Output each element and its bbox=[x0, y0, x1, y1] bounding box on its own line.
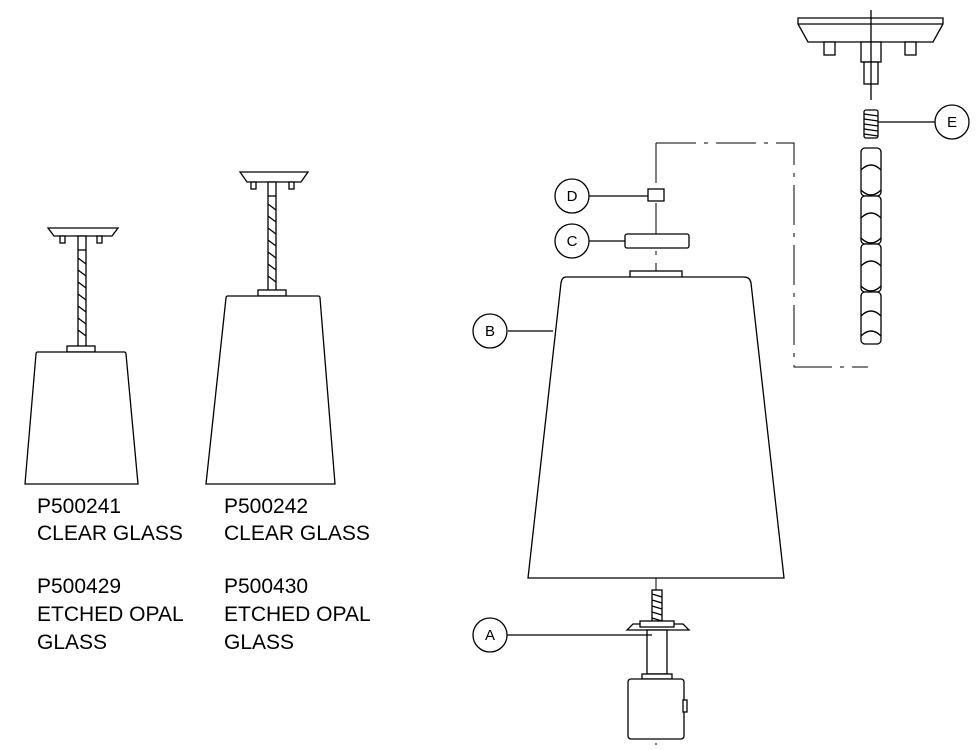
svg-text:B: B bbox=[485, 323, 495, 340]
exploded-view: D C B A E bbox=[472, 10, 970, 745]
pendant-small-right bbox=[205, 171, 336, 485]
twisted-chain bbox=[77, 250, 87, 346]
glass-etched-1-line2: GLASS bbox=[37, 631, 107, 654]
glass-etched-2-line1: ETCHED OPAL bbox=[224, 603, 371, 626]
glass-shade bbox=[24, 351, 139, 485]
callout-b: B bbox=[472, 313, 553, 349]
canopy bbox=[46, 227, 120, 237]
canopy bbox=[238, 171, 310, 183]
callout-a: A bbox=[472, 617, 652, 653]
model-p500241: P500241 bbox=[37, 495, 121, 518]
model-p500429: P500429 bbox=[37, 575, 121, 598]
glass-clear-1: CLEAR GLASS bbox=[37, 522, 183, 545]
canopy-and-chain bbox=[797, 10, 944, 345]
svg-text:E: E bbox=[947, 114, 957, 131]
callout-c: C bbox=[554, 223, 625, 259]
svg-text:C: C bbox=[567, 233, 578, 250]
svg-text:A: A bbox=[485, 627, 495, 644]
model-p500430: P500430 bbox=[224, 575, 308, 598]
twisted-chain bbox=[267, 196, 277, 290]
callout-d: D bbox=[554, 178, 648, 214]
svg-text:D: D bbox=[567, 188, 578, 205]
part-d-nut bbox=[647, 188, 665, 202]
model-p500242: P500242 bbox=[224, 495, 308, 518]
part-b-glass-shade bbox=[527, 276, 785, 579]
part-c-washer bbox=[624, 233, 690, 249]
glass-shade bbox=[205, 295, 336, 485]
callout-e: E bbox=[878, 104, 970, 140]
chain-links bbox=[860, 147, 882, 345]
part-a-socket bbox=[625, 589, 691, 740]
glass-clear-2: CLEAR GLASS bbox=[224, 522, 370, 545]
glass-etched-1-line1: ETCHED OPAL bbox=[37, 603, 184, 626]
connection-path bbox=[656, 142, 868, 368]
socket-body bbox=[627, 678, 685, 740]
pendant-small-left bbox=[24, 227, 139, 485]
glass-etched-2-line2: GLASS bbox=[224, 631, 294, 654]
